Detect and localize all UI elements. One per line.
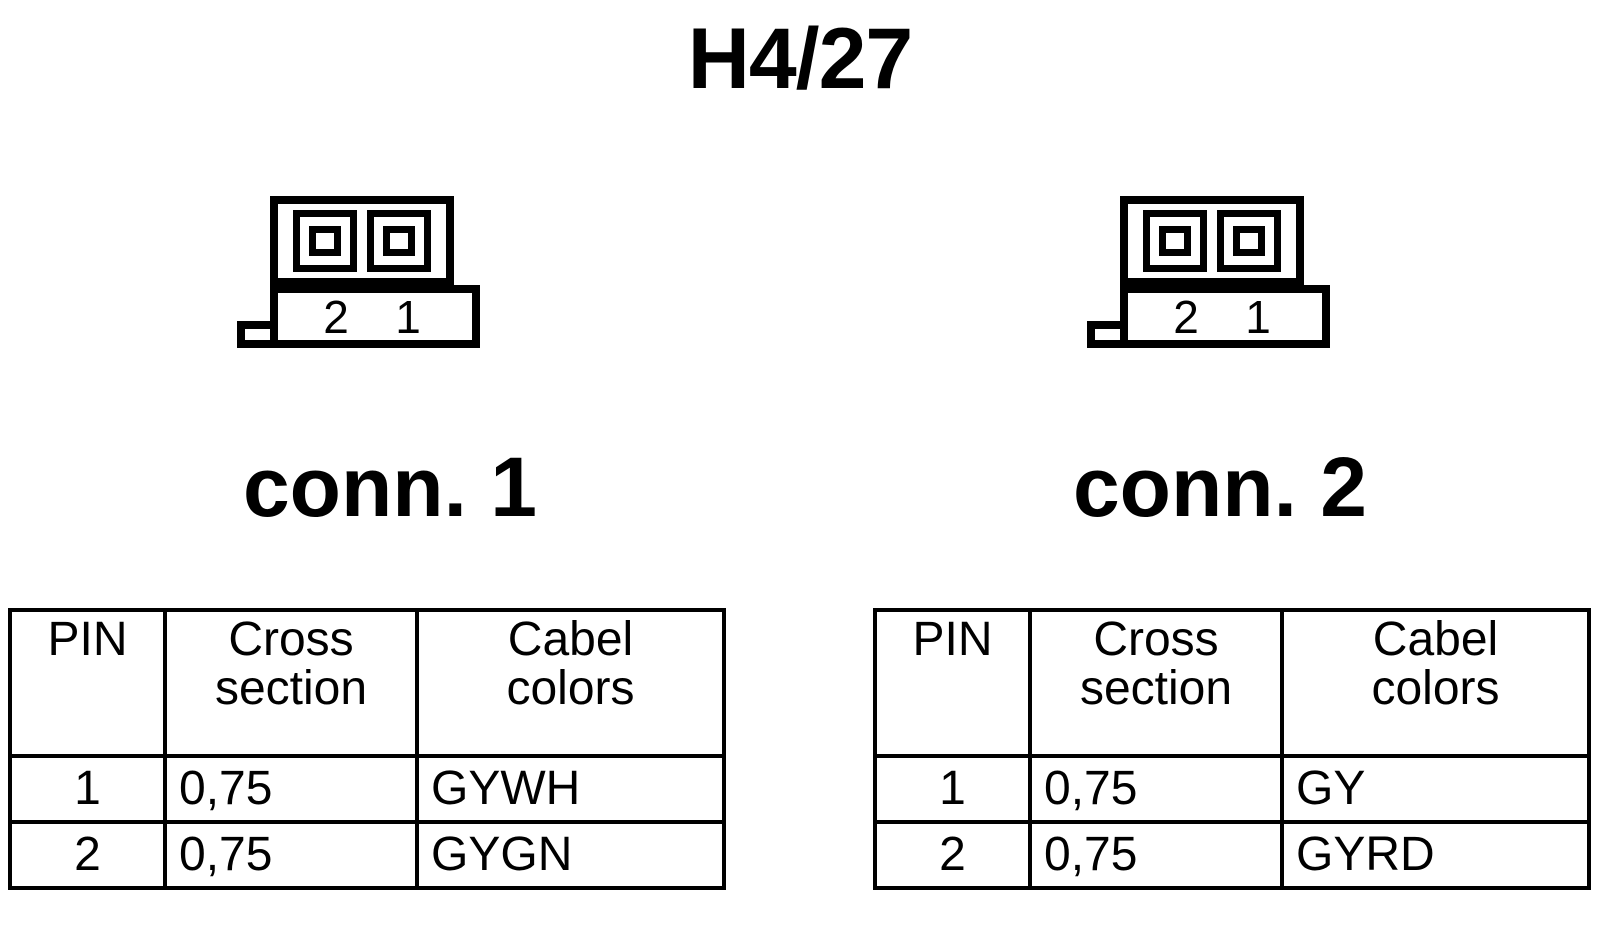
column-header-color-line2: colors (506, 661, 635, 715)
connector-symbol-2: 2 1 (1080, 190, 1340, 355)
cell-pin: 1 (8, 754, 167, 824)
cell-pin: 1 (873, 754, 1032, 824)
connector-shell-lower: 2 1 (270, 285, 480, 348)
pin-number-2: 2 (323, 290, 349, 343)
table-header-row: PIN Cross section Cabel colors (8, 608, 726, 758)
column-header-color-line2: colors (1371, 661, 1500, 715)
column-header-cross-section: Cross section (163, 608, 419, 758)
cell-cross-section: 0,75 (1028, 820, 1284, 890)
cell-cross-section: 0,75 (1028, 754, 1284, 824)
cell-cross-section: 0,75 (163, 754, 419, 824)
column-header-pin: PIN (873, 608, 1032, 758)
pin-socket-1 (1217, 210, 1281, 272)
cell-cable-color: GY (1280, 754, 1591, 824)
page-title: H4/27 (687, 11, 914, 107)
connector-label-2: conn. 2 (1072, 440, 1368, 534)
pin-socket-inner-2 (309, 226, 341, 256)
column-header-cross-line1: Cross (228, 613, 354, 666)
connector-symbol-1: 2 1 (230, 190, 490, 355)
pinout-table-conn-2: PIN Cross section Cabel colors 1 0,75 GY… (873, 608, 1591, 890)
pin-socket-2 (293, 210, 357, 272)
cell-cross-section: 0,75 (163, 820, 419, 890)
table-row: 2 0,75 GYGN (8, 820, 726, 890)
cell-cable-color: GYRD (1280, 820, 1591, 890)
pin-number-1: 1 (395, 290, 421, 343)
table-row: 1 0,75 GY (873, 754, 1591, 824)
pin-socket-1 (367, 210, 431, 272)
pin-socket-2 (1143, 210, 1207, 272)
pin-number-2: 2 (1173, 290, 1199, 343)
column-header-cross-line2: section (1079, 661, 1233, 715)
column-header-color-line1: Cabel (1372, 613, 1499, 666)
table-row: 1 0,75 GYWH (8, 754, 726, 824)
pin-socket-inner-1 (1233, 226, 1265, 256)
column-header-cable-colors: Cabel colors (1280, 608, 1591, 758)
column-header-cross-line1: Cross (1093, 613, 1219, 666)
connector-shell-lower: 2 1 (1120, 285, 1330, 348)
cell-cable-color: GYGN (415, 820, 726, 890)
pin-number-1: 1 (1245, 290, 1271, 343)
column-header-cable-colors: Cabel colors (415, 608, 726, 758)
table-header-row: PIN Cross section Cabel colors (873, 608, 1591, 758)
pinout-table-conn-1: PIN Cross section Cabel colors 1 0,75 GY… (8, 608, 726, 890)
pin-socket-inner-2 (1159, 226, 1191, 256)
table-row: 2 0,75 GYRD (873, 820, 1591, 890)
cell-pin: 2 (873, 820, 1032, 890)
connector-shell-upper (270, 196, 454, 286)
connector-group-2: 2 1 conn. 2 (1073, 190, 1367, 529)
cell-cable-color: GYWH (415, 754, 726, 824)
column-header-pin: PIN (8, 608, 167, 758)
connector-label-1: conn. 1 (242, 440, 538, 534)
connector-group-1: 2 1 conn. 1 (230, 190, 537, 529)
column-header-cross-line2: section (214, 661, 368, 715)
connector-shell-upper (1120, 196, 1304, 286)
column-header-cross-section: Cross section (1028, 608, 1284, 758)
pin-socket-inner-1 (383, 226, 415, 256)
cell-pin: 2 (8, 820, 167, 890)
column-header-color-line1: Cabel (507, 613, 634, 666)
